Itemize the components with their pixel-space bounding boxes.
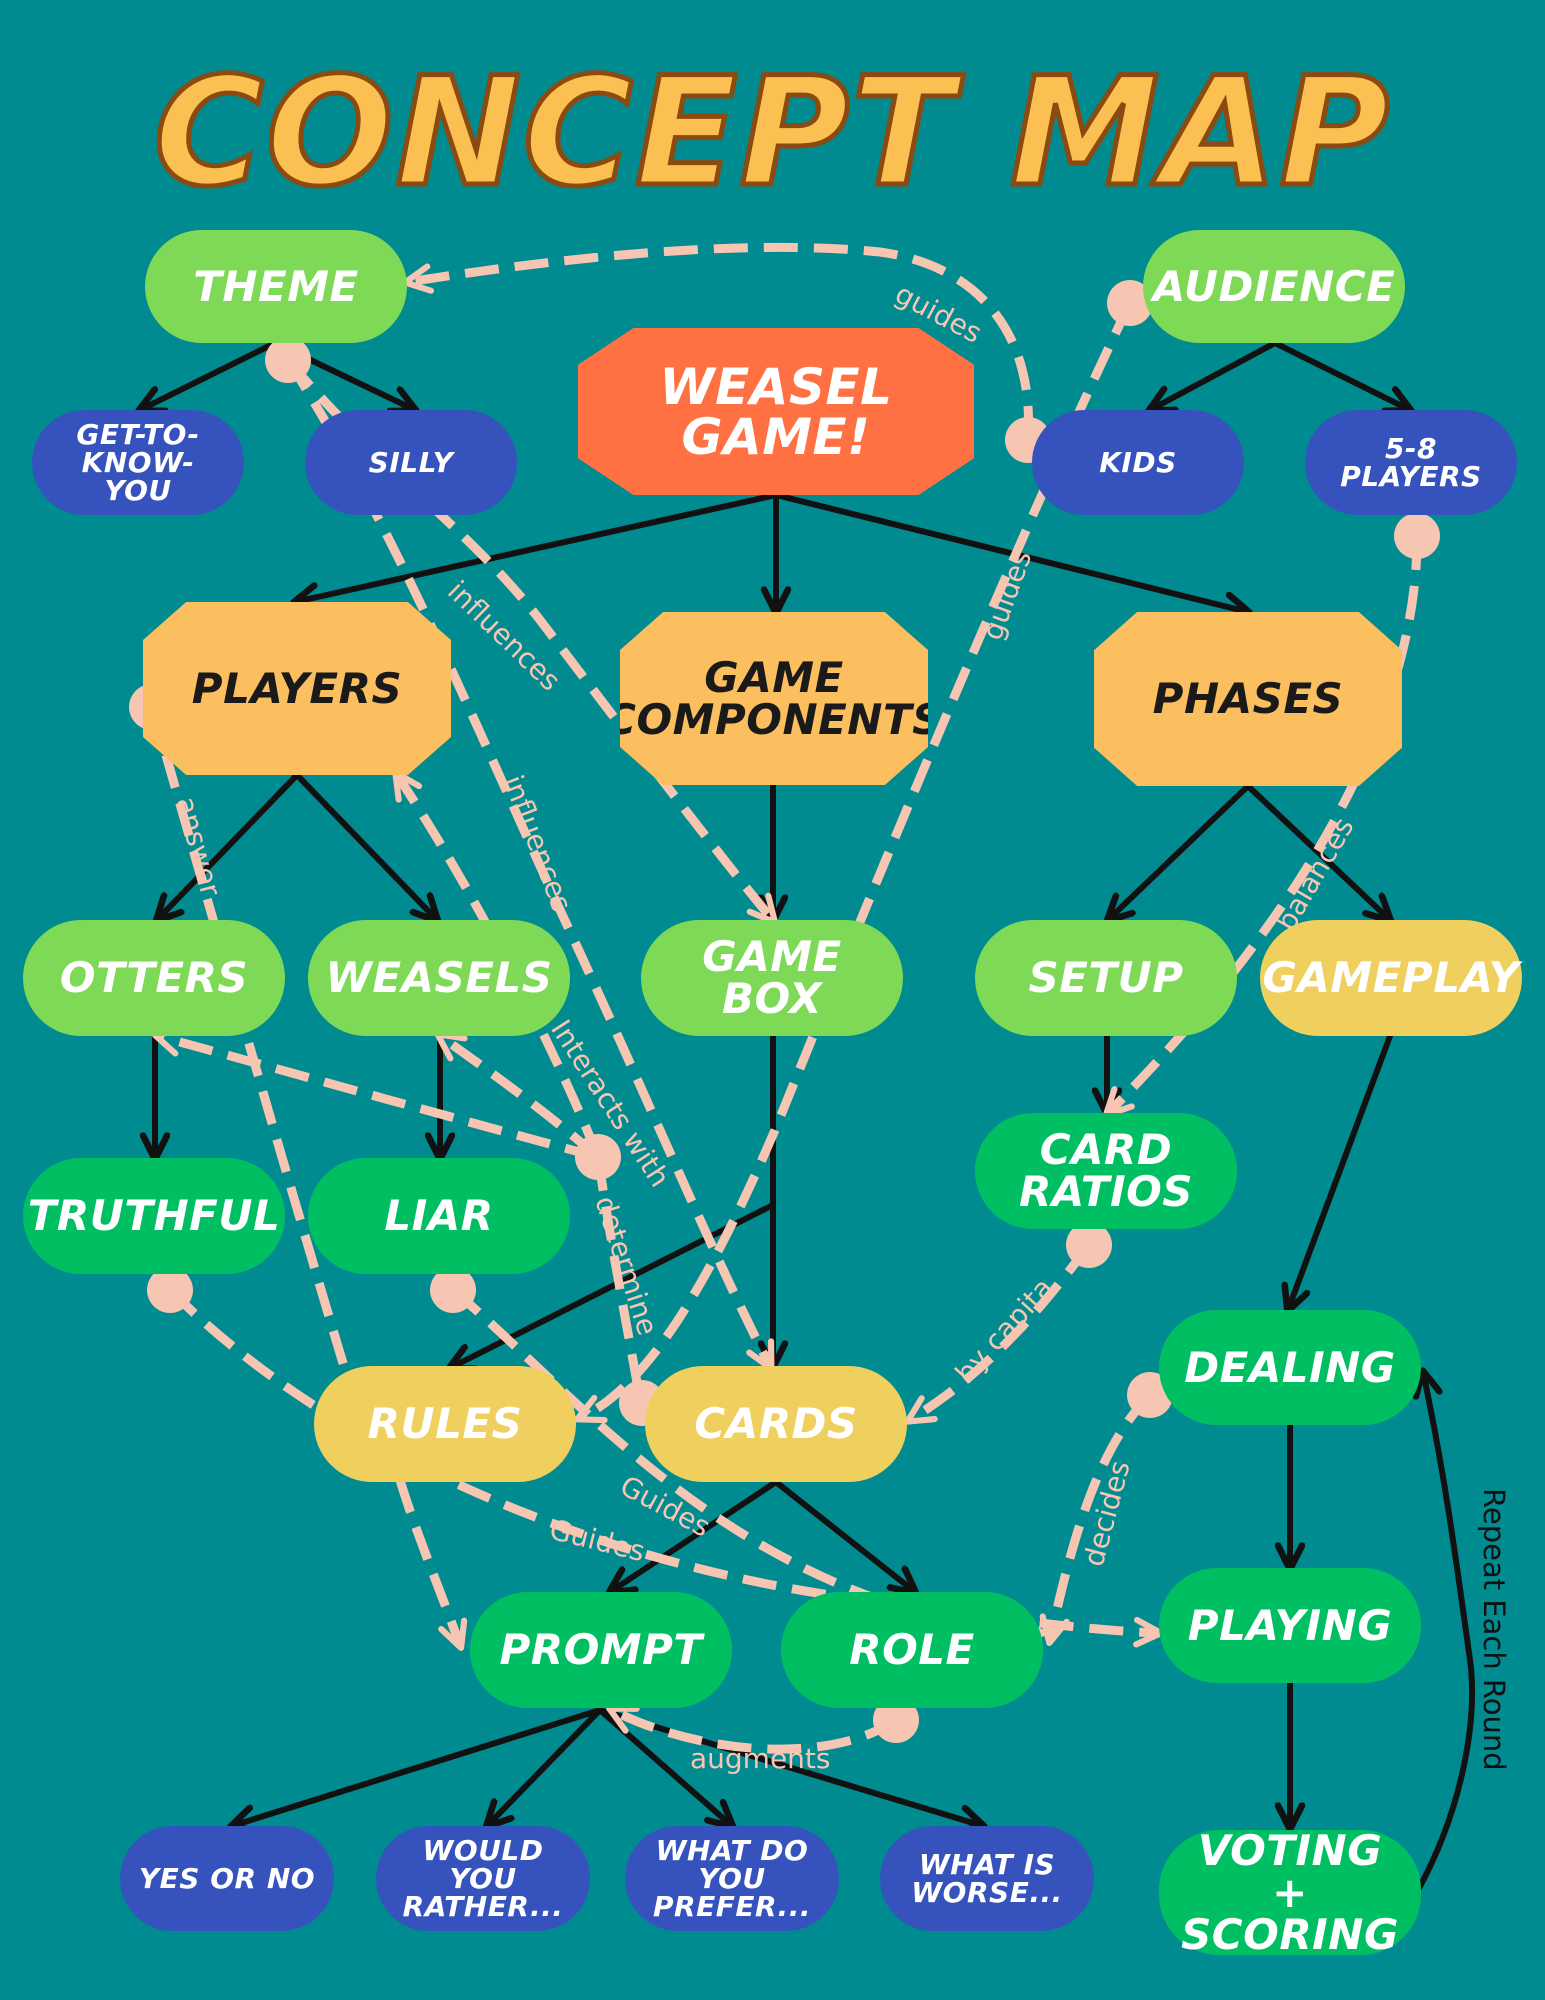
label-repeat-each-round: Repeat Each Round (1477, 1488, 1511, 1771)
node-what-do-you-prefer: WHAT DO YOU PREFER... (625, 1826, 839, 1931)
link-cards-prompt (610, 1479, 779, 1592)
link-guides-liar (450, 1286, 1047, 1648)
link-phases-gameplay (1245, 783, 1390, 920)
link-cards-role (773, 1479, 915, 1592)
label-guides-rules: guides (976, 546, 1039, 645)
link-guides-theme (401, 242, 1034, 441)
node-game-box: GAME BOX (641, 920, 903, 1036)
label-guides-truthful: Guides (546, 1513, 648, 1568)
node-would-you-rather: WOULD YOU RATHER... (376, 1826, 590, 1931)
node-get-to-know-you: GET-TO-KNOW-YOU (32, 410, 244, 515)
dot-interacts (575, 1134, 621, 1180)
link-repeat-round (1418, 1372, 1475, 1893)
dot-theme (265, 337, 311, 383)
node-5-8-players: 5-8 PLAYERS (1305, 410, 1517, 515)
node-otters: OTTERS (23, 920, 285, 1036)
link-interacts-players (392, 769, 603, 1159)
node-gameplay: GAMEPLAY (1260, 920, 1522, 1036)
link-players-weasels (294, 772, 437, 920)
dot-truthful (147, 1267, 193, 1313)
dot-card-ratios (1066, 1222, 1112, 1268)
label-by-capita: by capita (949, 1271, 1060, 1389)
node-theme: THEME (145, 230, 407, 343)
node-rules: RULES (314, 1366, 576, 1482)
node-yes-or-no: YES OR NO (120, 1826, 334, 1931)
link-by-capita (904, 1242, 1093, 1425)
page-title: Concept Map (151, 46, 1392, 221)
node-weasel-game: WEASEL GAME! (578, 328, 974, 495)
node-kids: KIDS (1032, 410, 1244, 515)
node-dealing: DEALING (1159, 1310, 1421, 1425)
node-what-is-worse: WHAT IS WORSE... (880, 1826, 1094, 1931)
link-audience-players (1272, 340, 1410, 410)
node-phases: PHASES (1094, 612, 1402, 786)
dot-players-count (1394, 513, 1440, 559)
dot-liar (430, 1267, 476, 1313)
link-gameplay-dealing (1288, 1033, 1393, 1310)
label-influences-cards: influences (496, 771, 578, 916)
node-voting-scoring: VOTING + SCORING (1159, 1829, 1421, 1955)
node-truthful: TRUTHFUL (23, 1158, 285, 1274)
node-audience: AUDIENCE (1143, 230, 1405, 343)
link-decides (1039, 1391, 1154, 1647)
link-prompt-yesno (232, 1707, 603, 1826)
link-players-otters (157, 772, 300, 920)
node-weasels: WEASELS (308, 920, 570, 1036)
node-players: PLAYERS (143, 602, 451, 775)
link-interacts-otters (151, 1026, 600, 1162)
node-cards: CARDS (645, 1366, 907, 1482)
link-root-players (295, 492, 779, 602)
link-augments (606, 1705, 899, 1754)
node-playing: PLAYING (1159, 1568, 1421, 1683)
node-setup: SETUP (975, 920, 1237, 1036)
node-card-ratios: CARD RATIOS (975, 1113, 1237, 1229)
node-silly: SILLY (305, 410, 517, 515)
link-prompt-rather (487, 1707, 603, 1826)
link-determine (593, 1156, 645, 1401)
link-phases-setup (1108, 783, 1251, 920)
node-game-components: GAME COMPONENTS (620, 612, 928, 785)
link-balances (1102, 535, 1422, 1119)
label-balances: balances (1269, 812, 1360, 937)
node-role: ROLE (781, 1592, 1043, 1708)
link-theme-gettoknow (140, 340, 278, 410)
label-augments: augments (690, 1742, 831, 1775)
link-interacts-weasels (434, 1031, 601, 1161)
label-answer: answer (169, 793, 227, 900)
link-audience-kids (1150, 340, 1278, 410)
dot-role (873, 1697, 919, 1743)
label-decides: decides (1077, 1457, 1137, 1570)
link-prompt-worse (597, 1707, 983, 1826)
node-prompt: PROMPT (470, 1592, 732, 1708)
dot-audience (1107, 280, 1153, 326)
link-rules-prompt (395, 1478, 468, 1651)
node-liar: LIAR (308, 1158, 570, 1274)
